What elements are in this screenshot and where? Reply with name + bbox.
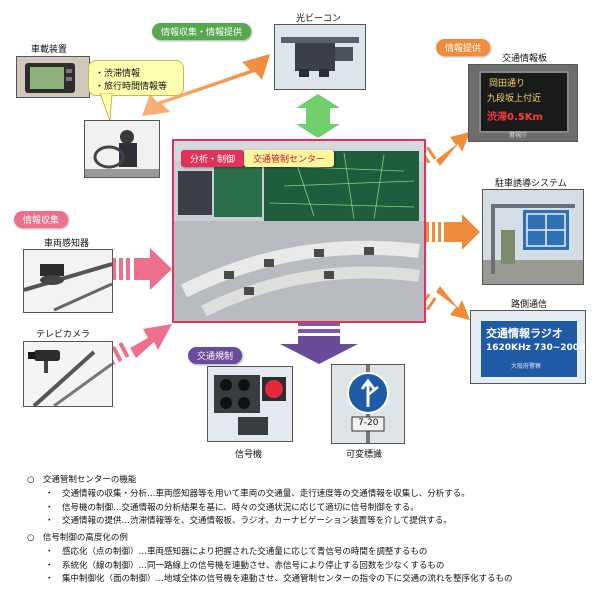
info-board-label: 交通情報板 <box>502 54 548 64</box>
camera-label: テレビカメラ <box>36 330 91 340</box>
roadside-radio-photo: 交通情報ラジオ 1620KHz 730~2000 大阪府警察 <box>470 310 586 384</box>
arrow-to-parking <box>426 214 480 250</box>
notes-s2-item-2: ・ 系統化（線の制御）…同一路線上の信号機を連動させ、赤信号により停止する回数を… <box>45 561 445 571</box>
onboard-callout: ・渋滞情報 ・旅行時間情報等 <box>88 60 184 96</box>
roadside-label: 路側通信 <box>511 300 548 310</box>
radio-sign: 交通情報ラジオ 1620KHz 730~2000 大阪府警察 <box>479 319 585 379</box>
info-provide-pill: 情報提供 <box>436 39 491 56</box>
beacon-pill: 情報収集・情報提供 <box>152 23 252 40</box>
notes-section-2-title: ○ 信号制御の高度化の例 <box>27 533 128 543</box>
board-line-1: 岡田通り <box>489 79 526 89</box>
radio-line-2: 1620KHz 730~2000 <box>486 343 586 353</box>
regulation-pill: 交通規制 <box>188 347 243 364</box>
traffic-info-board-photo: 岡田通り 九段坂上付近 渋滞0.5Km 警視庁 <box>468 64 578 142</box>
board-line-2: 九段坂上付近 <box>487 94 542 104</box>
board-small: 警視庁 <box>509 132 528 139</box>
notes-s1-item-1: ・ 交通情報の収集・分析…車両感知器等を用いて車両の交通量、走行速度等の交通情報… <box>45 489 470 499</box>
arrow-center-regulation <box>280 322 358 364</box>
variable-sign-label: 可変標識 <box>346 450 383 460</box>
traffic-signal-photo <box>207 366 293 442</box>
sign-plate-text: 7-20 <box>358 418 379 428</box>
radio-small: 大阪府警察 <box>511 363 542 370</box>
optical-beacon-photo <box>274 24 366 90</box>
parking-label: 駐車誘導システム <box>495 179 567 189</box>
onboard-bullet-1: ・渋滞情報 <box>95 69 141 79</box>
vehicle-detector-photo <box>23 249 113 313</box>
callout-pointer <box>99 93 113 122</box>
driver-photo <box>84 120 160 178</box>
onboard-label: 車載装置 <box>31 45 68 55</box>
arrow-onboard-beacon <box>142 54 270 116</box>
notes-s1-item-2: ・ 信号機の制御…交通情報の分析結果を基に、時々の交通状況に応じて適切に信号制御… <box>45 503 419 513</box>
notes-s1-item-3: ・ 交通情報の提供…渋滞情報等を、交通情報板、ラジオ、カーナビゲーション装置等を… <box>45 516 452 526</box>
arrow-detector-center <box>112 248 172 290</box>
analysis-pill: 分析・制御 <box>181 150 245 167</box>
notes-s2-item-3: ・ 集中制御化（面の制御）…地域全体の信号機を連動させ、交通管制センターの指令の… <box>45 574 513 584</box>
onboard-bullet-2: ・旅行時間情報等 <box>95 82 168 92</box>
radio-line-1: 交通情報ラジオ <box>486 327 563 340</box>
arrow-beacon-center <box>296 94 340 138</box>
tv-camera-photo <box>23 341 113 407</box>
notes-section-1-title: ○ 交通管制センターの機能 <box>27 475 137 485</box>
signal-label: 信号機 <box>235 450 263 460</box>
board-line-3: 渋滞0.5Km <box>487 112 543 123</box>
control-center-pill: 交通管制センター <box>244 150 335 167</box>
parking-guidance-photo <box>482 189 584 285</box>
info-collect-pill: 情報収集 <box>14 211 69 228</box>
variable-sign-photo: 7-20 <box>331 364 405 444</box>
detector-label: 車両感知器 <box>44 239 90 249</box>
beacon-label: 光ビーコン <box>296 14 342 24</box>
board-panel: 岡田通り 九段坂上付近 渋滞0.5Km <box>479 71 569 133</box>
notes-s2-item-1: ・ 感応化（点の制御）…車両感知器により把握された交通量に応じて青信号の時間を調… <box>45 547 428 557</box>
